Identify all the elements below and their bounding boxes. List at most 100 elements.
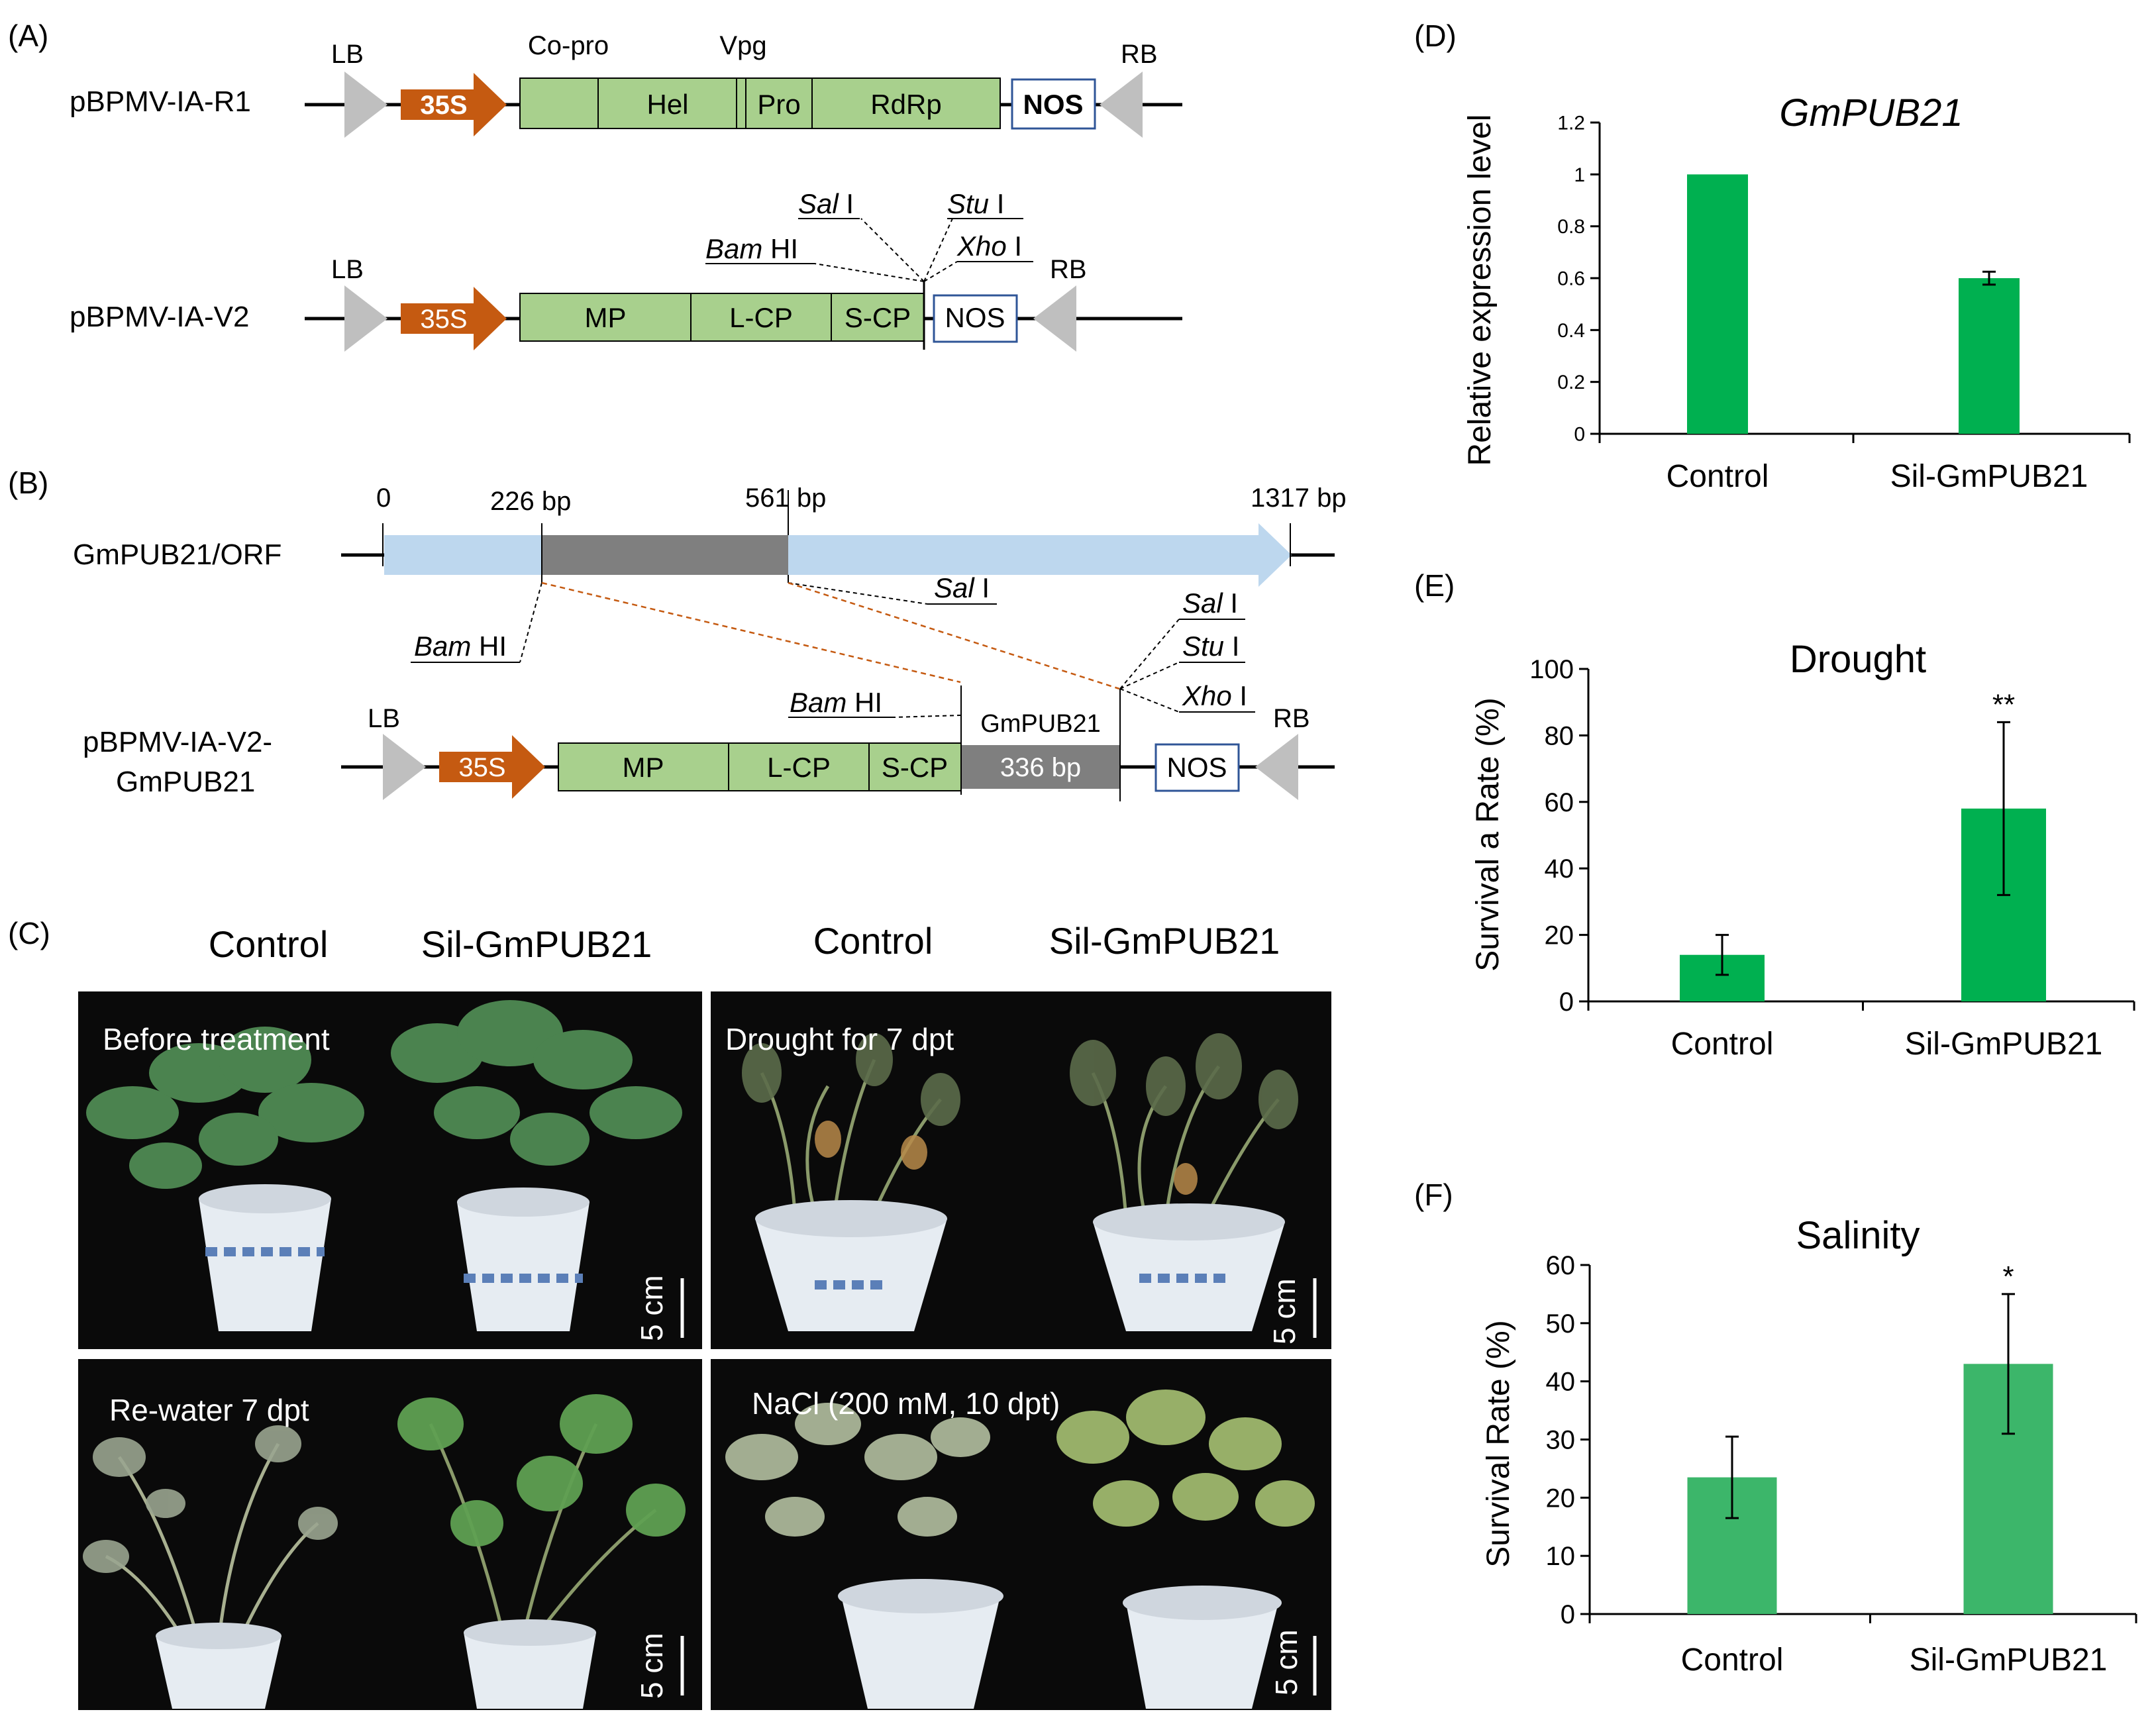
rb-label-v2gm: RB <box>1273 704 1310 733</box>
orf-map: GmPUB21/ORF 0 226 bp 561 bp 1317 bp Bam … <box>73 483 1347 690</box>
site-sal-v2: Sal I <box>798 188 854 219</box>
y-tick-label: 100 <box>1529 655 1574 684</box>
y-tick-label: 20 <box>1546 1484 1576 1513</box>
y-tick-label: 80 <box>1545 721 1574 750</box>
nos-label-v2gm: NOS <box>1166 752 1227 783</box>
lcp-label-v2: L-CP <box>729 302 793 333</box>
mp-label-v2: MP <box>585 302 627 333</box>
photo-label-rewater: Re-water 7 dpt <box>109 1393 309 1427</box>
orf-target-region <box>542 535 788 575</box>
promoter-35s-arrow <box>439 735 545 799</box>
panel-label-e: (E) <box>1414 568 1455 603</box>
chart-drought: Drought Survival a Rate (%) 020406080100… <box>1470 638 2135 1062</box>
promoter-label-r1: 35S <box>420 91 467 120</box>
nos-label-r1: NOS <box>1023 89 1083 120</box>
photo-drought: Drought for 7 dpt 5 cm <box>711 991 1331 1349</box>
rb-arrow <box>1033 285 1076 352</box>
copro-label: Co-pro <box>528 31 609 60</box>
lb-label-r1: LB <box>331 40 364 69</box>
category-label: Sil-GmPUB21 <box>1905 1027 2103 1062</box>
lb-arrow <box>383 734 426 800</box>
photo-nacl: NaCl (200 mM, 10 dpt) 5 cm <box>711 1359 1331 1710</box>
scale-bar-label-tl: 5 cm <box>635 1275 669 1341</box>
y-tick-label: 60 <box>1545 788 1574 817</box>
insert-label: GmPUB21 <box>980 710 1101 738</box>
chart-f-ylabel: Survival Rate (%) <box>1481 1320 1516 1567</box>
chart-f-title: Salinity <box>1796 1214 1920 1257</box>
category-label: Control <box>1667 459 1769 494</box>
construct-name-r1: pBPMV-IA-R1 <box>70 85 251 118</box>
scale-bar-label-br: 5 cm <box>1269 1629 1304 1695</box>
lcp-label-v2gm: L-CP <box>767 752 831 783</box>
y-tick-label: 40 <box>1545 854 1574 884</box>
orf-site-sal: Sal I <box>934 572 990 603</box>
photo-label-drought: Drought for 7 dpt <box>725 1022 954 1056</box>
y-tick-label: 0 <box>1559 987 1574 1017</box>
rb-arrow <box>1100 72 1143 138</box>
nos-box-r1 <box>1011 78 1096 130</box>
y-tick-label: 0 <box>1561 1600 1575 1629</box>
category-label: Control <box>1681 1643 1784 1678</box>
r1-polyprotein-box <box>519 77 1001 129</box>
construct-name-v2: pBPMV-IA-V2 <box>70 301 249 333</box>
chart-expression: GmPUB21 Relative expression level 00.20.… <box>1463 91 2131 494</box>
panel-label-c: (C) <box>8 916 50 950</box>
photo-panel: Control Sil-GmPUB21 Control Sil-GmPUB21 … <box>78 920 1331 1710</box>
rb-label-v2: RB <box>1050 255 1087 284</box>
rb-label-r1: RB <box>1121 40 1158 69</box>
promoter-label-v2: 35S <box>420 305 467 334</box>
site-stu-v2: Stu I <box>947 188 1004 219</box>
hel-label: Hel <box>646 89 688 120</box>
v2gm-site-xho: Xho I <box>1182 680 1247 711</box>
pro-label: Pro <box>757 89 800 120</box>
panel-label-b: (B) <box>8 466 48 500</box>
chart-d-title: GmPUB21 <box>1779 91 1963 134</box>
photo-header-control-right: Control <box>813 920 933 962</box>
orf-pos-0: 0 <box>376 483 391 513</box>
photo-header-control-left: Control <box>209 923 329 965</box>
bar <box>1959 278 2020 434</box>
vpg-label: Vpg <box>719 31 766 60</box>
scp-label-v2gm: S-CP <box>882 752 948 783</box>
category-label: Sil-GmPUB21 <box>1910 1643 2108 1678</box>
promoter-label-v2gm: 35S <box>458 753 505 782</box>
y-tick-label: 1 <box>1574 164 1585 186</box>
rb-arrow <box>1255 734 1298 800</box>
significance-mark: * <box>2002 1260 2014 1293</box>
promoter-35s-arrow <box>401 73 507 136</box>
nos-box-v2gm <box>1155 743 1240 792</box>
y-tick-label: 40 <box>1546 1368 1576 1397</box>
y-tick-label: 0 <box>1574 424 1585 446</box>
orf-name: GmPUB21/ORF <box>73 538 282 571</box>
construct-name-v2gm-line1: pBPMV-IA-V2- <box>83 726 272 758</box>
y-tick-label: 1.2 <box>1557 113 1585 134</box>
v2gm-site-sal: Sal I <box>1182 587 1238 619</box>
panel-label-f: (F) <box>1414 1178 1453 1212</box>
lb-label-v2gm: LB <box>368 704 400 733</box>
bar <box>1687 174 1748 434</box>
panel-label-d: (D) <box>1414 19 1457 53</box>
panel-label-a: (A) <box>8 19 48 53</box>
y-tick-label: 0.2 <box>1557 372 1585 393</box>
y-tick-label: 60 <box>1546 1251 1576 1280</box>
lb-label-v2: LB <box>331 255 364 284</box>
lb-arrow <box>344 285 387 352</box>
nos-label-v2: NOS <box>945 302 1005 333</box>
chart-e-ylabel: Survival a Rate (%) <box>1470 697 1506 971</box>
mp-label-v2gm: MP <box>623 752 664 783</box>
category-label: Sil-GmPUB21 <box>1890 459 2088 494</box>
scp-label-v2: S-CP <box>845 302 911 333</box>
y-tick-label: 50 <box>1546 1309 1576 1339</box>
construct-v2: pBPMV-IA-V2 LB RB 35S MP L-CP S-CP NOS S… <box>70 188 1182 352</box>
y-tick-label: 10 <box>1546 1542 1576 1571</box>
orf-pos-561: 561 bp <box>745 483 826 513</box>
v2gm-site-bam: Bam HI <box>790 687 882 718</box>
construct-v2-gmpub21: pBPMV-IA-V2- GmPUB21 LB RB 35S MP L-CP S… <box>83 587 1335 801</box>
nos-box-v2 <box>933 294 1018 343</box>
orf-site-bam: Bam HI <box>414 631 507 662</box>
photo-label-before: Before treatment <box>103 1022 330 1056</box>
chart-d-ylabel: Relative expression level <box>1463 115 1498 466</box>
photo-before-treatment: Before treatment 5 cm <box>78 991 702 1349</box>
site-bam-v2: Bam HI <box>705 233 798 264</box>
